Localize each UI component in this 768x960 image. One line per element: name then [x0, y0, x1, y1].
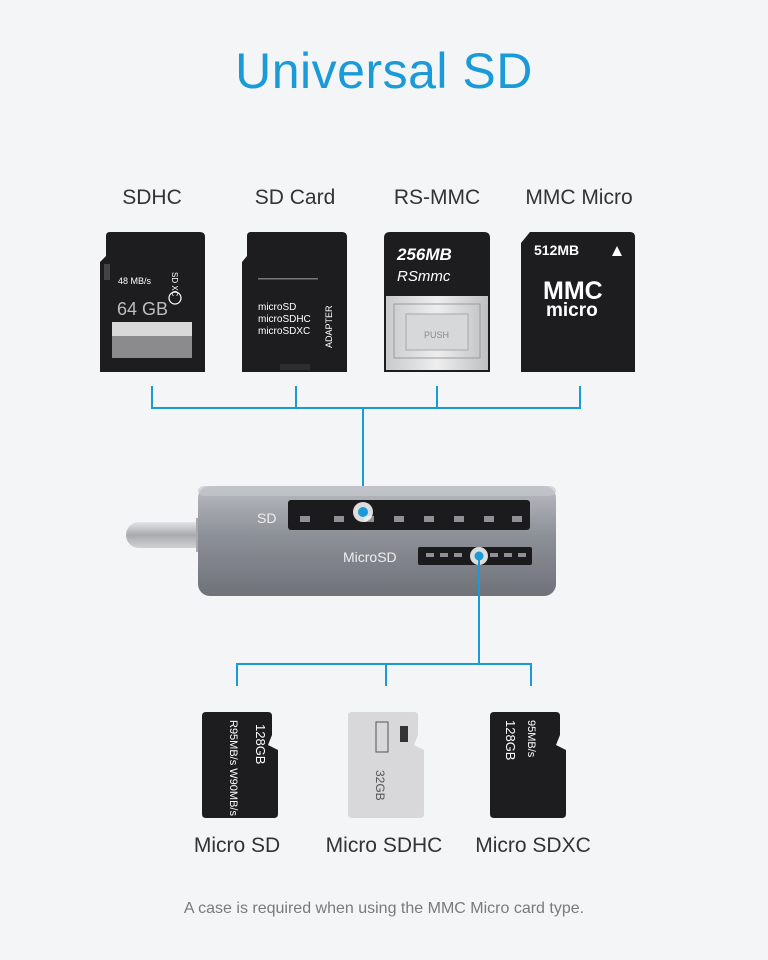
- micro-sdhc-capacity: 32GB: [373, 770, 387, 801]
- bottom-connector-lines: [236, 560, 532, 686]
- sd-slot-label: SD: [257, 510, 276, 526]
- micro-sd-card: 128GB R95MB/s W90MB/s: [202, 712, 278, 818]
- footnote: A case is required when using the MMC Mi…: [183, 900, 585, 917]
- micro-sd-capacity: 128GB: [253, 724, 268, 764]
- card-label-micro-sdhc: Micro SDHC: [325, 834, 443, 857]
- card-label-rs-mmc: RS-MMC: [393, 186, 481, 209]
- micro-sdhc-card: 32GB: [348, 712, 424, 818]
- adapter-line-3: microSDXC: [258, 326, 310, 337]
- rsmmc-brand: RSmmc: [397, 268, 451, 285]
- card-label-sdhc: SDHC: [122, 186, 182, 209]
- sd-adapter-card: microSD microSDHC microSDXC ADAPTER: [242, 232, 347, 372]
- adapter-line-1: microSD: [258, 302, 296, 313]
- adapter-line-2: microSDHC: [258, 314, 311, 325]
- triangle-icon: [612, 246, 622, 256]
- micro-sdxc-speed: 95MB/s: [525, 720, 537, 758]
- rsmmc-capacity: 256MB: [396, 245, 452, 264]
- card-label-micro-sdxc: Micro SDXC: [475, 834, 591, 857]
- card-reader-device: SD MicroSD: [126, 486, 556, 596]
- adapter-side-text: ADAPTER: [324, 305, 334, 348]
- rs-mmc-card: 256MB RSmmc PUSH: [384, 232, 490, 372]
- mmcmicro-brand-2: micro: [546, 300, 598, 321]
- page-title: Universal SD: [235, 43, 533, 99]
- card-label-sd-card: SD Card: [254, 186, 336, 209]
- microsd-slot-label: MicroSD: [343, 549, 397, 565]
- class-10-icon: [168, 291, 182, 305]
- card-label-micro-sd: Micro SD: [193, 834, 281, 857]
- sdhc-capacity: 64 GB: [117, 299, 168, 319]
- sdhc-speed: 48 MB/s: [118, 276, 152, 286]
- sdhc-card: 48 MB/s SD XC 64 GB: [100, 232, 205, 372]
- usb-c-plug: [126, 522, 206, 548]
- card-label-mmc-micro: MMC Micro: [525, 186, 633, 209]
- micro-sdxc-capacity: 128GB: [503, 720, 518, 760]
- micro-sd-speed: R95MB/s W90MB/s: [227, 720, 239, 816]
- micro-sdxc-card: 128GB 95MB/s: [490, 712, 566, 818]
- microsdhc-logo: [375, 721, 389, 753]
- rsmmc-push: PUSH: [424, 330, 449, 340]
- mmc-micro-card: 512MB MMC micro: [521, 232, 635, 372]
- mmcmicro-brand-1: MMC: [543, 277, 603, 305]
- mmcmicro-capacity: 512MB: [534, 242, 579, 258]
- sdhc-logo: SD XC: [170, 272, 179, 297]
